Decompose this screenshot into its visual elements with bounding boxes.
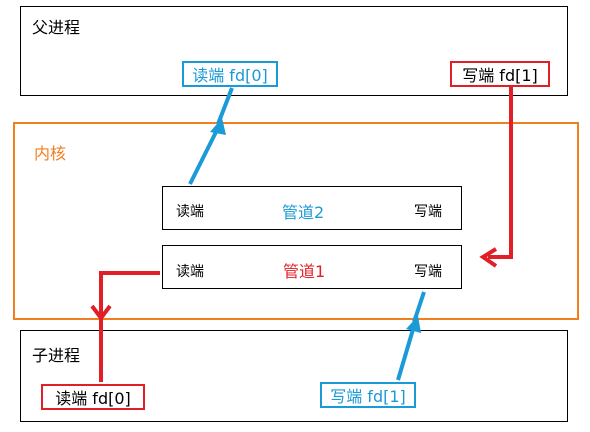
pipe1-read-label: 读端 [176,264,204,280]
pipe2-write-label: 写端 [414,204,442,220]
child-write-end-text: 写端 fd[1] [330,387,406,406]
arrow-pipe1-connector [412,291,426,323]
child-read-end-tag: 读端 fd[0] [41,384,145,410]
arrowhead-child-to-pipe1 [406,316,421,333]
arrow-parent-to-pipe1 [488,86,513,259]
kernel-box [13,122,579,320]
pipe1-box [162,245,462,289]
arrow-parent-connector [216,87,234,125]
parent-read-end-text: 读端 fd[0] [192,66,268,85]
arrowhead-pipe2-to-parent [210,118,226,135]
pipe2-read-label: 读端 [176,204,204,220]
parent-write-end-tag: 写端 fd[1] [450,61,550,87]
pipe1-write-label: 写端 [414,264,442,280]
pipe2-name: 管道2 [282,203,325,222]
parent-read-end-tag: 读端 fd[0] [182,61,278,87]
child-read-end-text: 读端 fd[0] [55,389,131,408]
child-write-end-tag: 写端 fd[1] [320,382,416,408]
arrowhead-pipe1-to-child [90,304,112,322]
parent-process-title: 父进程 [32,18,81,37]
pipe2-box [162,186,462,230]
child-process-title: 子进程 [32,346,81,365]
kernel-title: 内核 [34,144,67,163]
arrowhead-parent-to-pipe1 [479,247,498,268]
parent-write-end-text: 写端 fd[1] [462,66,538,85]
arrow-child-to-pipe1 [396,325,416,381]
arrow-pipe1-to-child [99,271,160,382]
pipe1-name: 管道1 [283,262,326,281]
arrow-pipe2-to-parent [188,127,220,185]
